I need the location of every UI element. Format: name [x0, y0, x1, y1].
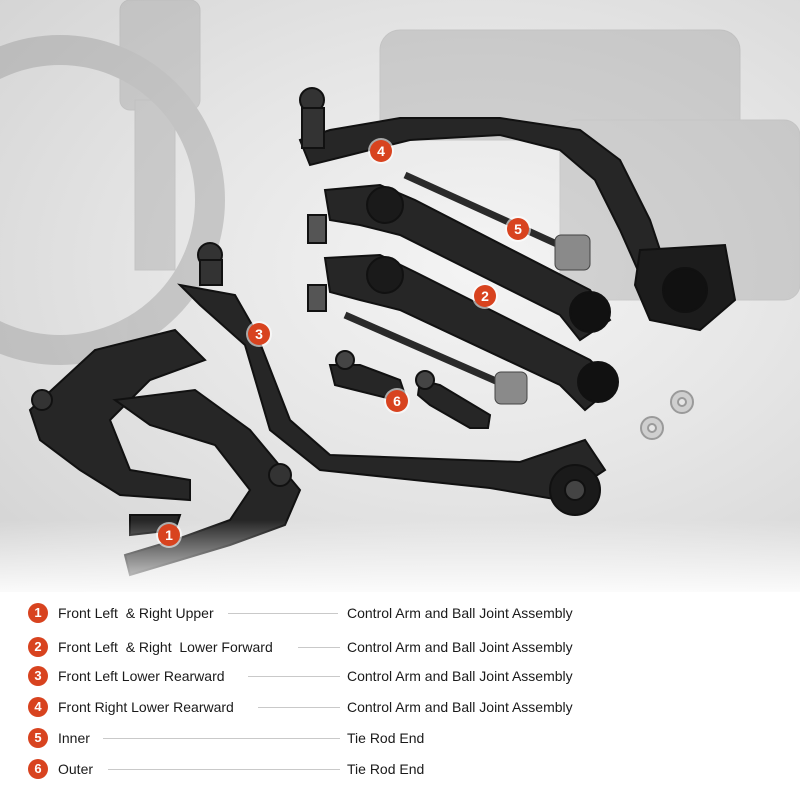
legend-part-name: Front Left & Right Lower Forward — [58, 639, 273, 655]
legend-number: 2 — [28, 637, 48, 657]
suspension-parts-illustration — [0, 0, 800, 577]
legend-row: 5 Inner Tie Rod End — [28, 727, 608, 749]
leader-line — [228, 613, 338, 614]
leader-line — [103, 738, 340, 739]
lower-rearward-left-arm — [177, 242, 607, 516]
bg-shock-absorber — [134, 99, 176, 271]
bushing — [662, 267, 708, 313]
ball-joint — [31, 389, 53, 411]
lower-forward-arms — [307, 183, 619, 412]
badge-1: 1 — [158, 524, 180, 546]
legend-part-name: Front Left & Right Upper — [58, 605, 214, 621]
leader-line — [108, 769, 340, 770]
badge-4: 4 — [370, 140, 392, 162]
bushing — [569, 291, 611, 333]
legend-row: 1 Front Left & Right Upper Control Arm a… — [28, 602, 608, 624]
badge-5: 5 — [507, 218, 529, 240]
legend-part-description: Control Arm and Ball Joint Assembly — [347, 639, 573, 655]
legend-row: 3 Front Left Lower Rearward Control Arm … — [28, 665, 608, 687]
legend-row: 2 Front Left & Right Lower Forward Contr… — [28, 636, 608, 658]
legend-part-name: Outer — [58, 761, 94, 777]
bg-coil-spring — [119, 0, 201, 111]
leader-line — [248, 676, 340, 677]
legend-number: 4 — [28, 697, 48, 717]
legend-part-name: Front Left Lower Rearward — [58, 668, 225, 684]
bg-wheel-hub — [0, 35, 225, 365]
badge-3: 3 — [248, 323, 270, 345]
badge-2: 2 — [474, 285, 496, 307]
legend-part-description: Tie Rod End — [347, 730, 425, 746]
legend-part-description: Control Arm and Ball Joint Assembly — [347, 605, 573, 621]
legend-number: 3 — [28, 666, 48, 686]
legend-row: 4 Front Right Lower Rearward Control Arm… — [28, 696, 608, 718]
inner-tie-rods — [343, 171, 591, 405]
washers — [640, 390, 694, 440]
legend-part-description: Tie Rod End — [347, 761, 425, 777]
product-photo: 1 2 3 4 5 6 — [0, 0, 800, 592]
ball-joint — [268, 463, 292, 487]
image-fade — [0, 520, 800, 592]
bushing — [577, 361, 619, 403]
outer-tie-rod-ends — [328, 350, 492, 429]
legend-part-description: Control Arm and Ball Joint Assembly — [347, 668, 573, 684]
lower-rearward-right-arm — [298, 87, 737, 332]
leader-line — [298, 647, 340, 648]
legend-part-name: Front Right Lower Rearward — [58, 699, 234, 715]
leader-line — [258, 707, 340, 708]
badge-6: 6 — [386, 390, 408, 412]
legend-row: 6 Outer Tie Rod End — [28, 758, 608, 780]
legend-number: 6 — [28, 759, 48, 779]
legend-part-description: Control Arm and Ball Joint Assembly — [347, 699, 573, 715]
legend-number: 5 — [28, 728, 48, 748]
legend-part-name: Inner — [58, 730, 90, 746]
legend-number: 1 — [28, 603, 48, 623]
